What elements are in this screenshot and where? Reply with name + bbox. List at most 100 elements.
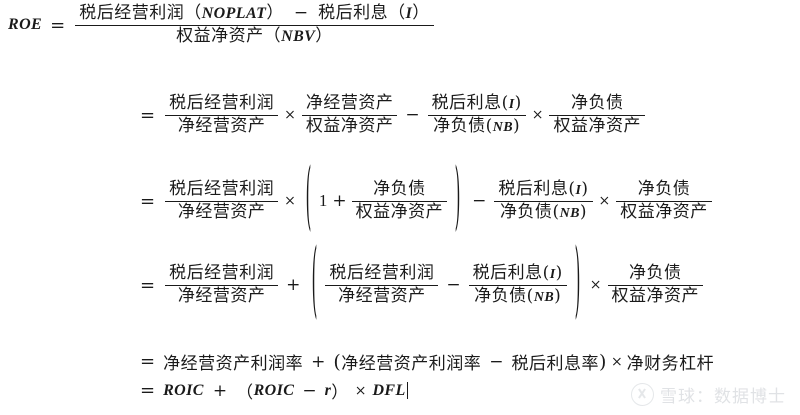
watermark-text: 雪球：数据博士	[660, 387, 786, 407]
label-net-debt: 净负债	[499, 202, 553, 223]
fraction-interest-rate: 税后利息(I) 净负债(NB)	[427, 93, 526, 137]
label-net-operating-assets: 净经营资产	[177, 202, 266, 223]
label-net-operating-assets: 净经营资产	[338, 286, 426, 307]
fraction-bar	[494, 200, 593, 203]
fraction-net-debt-over-equity: 净负债 权益净资产	[616, 179, 712, 223]
fraction-denominator: 权益净资产（NBV）	[172, 26, 337, 47]
label-net-debt: 净负债	[637, 179, 691, 199]
equals-sign: =	[140, 380, 156, 401]
minus-sign: −	[446, 275, 461, 296]
watermark: 雪球：数据博士	[631, 382, 786, 407]
label-net-operating-assets: 净经营资产	[305, 93, 394, 113]
label-equity-net-assets: 权益净资产	[176, 26, 264, 47]
equation-line-3: = 税后经营利润 净经营资产 × ( 1 + 净负债 权益净资产 ) − 税后利…	[140, 155, 714, 241]
fraction-bar	[325, 284, 439, 287]
fraction-numerator: 税后经营利润（NOPLAT） − 税后利息（I）	[75, 3, 434, 25]
plus-sign: +	[212, 380, 228, 401]
label-net-operating-assets: 净经营资产	[177, 116, 266, 137]
roic-symbol: ROIC	[163, 381, 204, 399]
r-symbol: r	[324, 381, 332, 399]
equals-sign: =	[140, 190, 156, 212]
plus-sign: +	[311, 351, 326, 372]
equation-line-6: = ROIC + （ ROIC − r ） × DFL	[140, 378, 408, 403]
right-paren: ）	[331, 383, 349, 403]
label-equity-net-assets: 权益净资产	[305, 116, 394, 137]
label-after-tax-operating-profit: 税后经营利润	[169, 263, 275, 283]
label-net-debt: 净负债	[570, 93, 624, 113]
fraction-interest-rate: 税后利息(I) 净负债(NB)	[468, 263, 567, 307]
fraction-roe: 税后经营利润（NOPLAT） − 税后利息（I） 权益净资产（NBV）	[75, 3, 434, 47]
left-paren: （	[236, 383, 254, 403]
fraction-roic: 税后经营利润 净经营资产	[165, 263, 279, 307]
label-after-tax-interest-rate: 税后利息率	[511, 354, 600, 374]
times-sign: ×	[354, 382, 367, 399]
noplat-symbol: NOPLAT	[201, 5, 267, 22]
label-net-financial-leverage: 净财务杠杆	[626, 354, 715, 374]
i-symbol: I	[405, 5, 413, 22]
right-paren: )	[599, 350, 607, 373]
fraction-denominator: 净负债(NB)	[496, 202, 591, 223]
label-after-tax-interest: 税后利息	[498, 179, 569, 199]
fraction-numerator: 税后利息(I)	[428, 93, 526, 115]
fraction-net-debt-over-equity: 净负债 权益净资产	[351, 179, 448, 223]
label-net-debt: 净负债	[433, 116, 486, 137]
equation-line-5: = 净经营资产利润率 + ( 净经营资产利润率 − 税后利息率 ) × 净财务杠…	[140, 349, 715, 375]
minus-sign: −	[472, 191, 487, 212]
equation-line-2: = 税后经营利润 净经营资产 × 净经营资产 权益净资产 − 税后利息(I) 净…	[140, 93, 647, 137]
nb-symbol: NB	[492, 120, 514, 136]
label-net-debt: 净负债	[474, 286, 527, 307]
fraction-bar	[616, 200, 712, 203]
fraction-roic: 税后经营利润 净经营资产	[165, 93, 279, 137]
plus-sign: +	[332, 191, 347, 212]
group-spread: 税后经营利润 净经营资产 − 税后利息(I) 净负债(NB)	[323, 263, 568, 307]
xueqiu-logo-icon	[631, 383, 654, 406]
fraction-denominator: 净负债(NB)	[470, 286, 565, 307]
nbv-symbol: NBV	[281, 28, 316, 46]
right-paren: )	[513, 116, 521, 137]
fraction-bar	[165, 284, 279, 287]
fraction-bar	[165, 114, 279, 117]
label-equity-net-assets: 权益净资产	[620, 202, 708, 223]
nb-symbol: NB	[559, 206, 580, 222]
equals-sign: =	[50, 14, 66, 36]
fraction-roic: 税后经营利润 净经营资产	[325, 263, 439, 307]
fraction-bar	[301, 114, 398, 117]
label-after-tax-operating-profit: 税后经营利润	[169, 93, 275, 113]
equation-line-1: ROE = 税后经营利润（NOPLAT） − 税后利息（I） 权益净资产（NBV…	[8, 3, 436, 47]
times-sign: ×	[531, 107, 544, 124]
text-caret	[406, 382, 408, 399]
minus-sign: −	[489, 351, 504, 372]
left-paren: (	[568, 179, 576, 199]
times-sign: ×	[284, 193, 296, 210]
dfl-symbol: DFL	[372, 381, 406, 399]
left-paren: （	[388, 3, 406, 23]
label-net-debt: 净负债	[629, 263, 682, 283]
right-paren: )	[581, 179, 589, 199]
equals-sign: =	[140, 104, 156, 126]
fraction-bar	[75, 24, 434, 27]
fraction-net-debt-over-equity: 净负债 权益净资产	[607, 263, 704, 307]
fraction-denominator: 净负债(NB)	[429, 116, 524, 137]
label-equity-net-assets: 权益净资产	[611, 286, 700, 307]
fraction-bar	[549, 114, 645, 117]
fraction-numerator: 税后利息(I)	[469, 263, 567, 285]
label-equity-net-assets: 权益净资产	[553, 116, 641, 137]
i-symbol: I	[508, 97, 515, 112]
label-net-debt: 净负债	[373, 179, 426, 199]
fraction-bar	[468, 284, 567, 287]
left-paren: (	[542, 263, 550, 283]
minus-sign: −	[302, 380, 317, 401]
right-paren: )	[579, 202, 587, 223]
right-paren: )	[554, 286, 562, 307]
fraction-interest-rate: 税后利息(I) 净负债(NB)	[494, 179, 593, 223]
times-sign: ×	[589, 277, 602, 294]
roic-symbol: ROIC	[253, 381, 295, 399]
right-paren: ）	[315, 26, 333, 47]
times-sign: ×	[598, 193, 611, 210]
i-symbol: I	[549, 267, 556, 282]
right-paren: ）	[412, 3, 430, 23]
label-equity-net-assets: 权益净资产	[355, 202, 444, 223]
roe-symbol: ROE	[8, 16, 43, 34]
fraction-net-debt-over-equity: 净负债 权益净资产	[549, 93, 645, 137]
